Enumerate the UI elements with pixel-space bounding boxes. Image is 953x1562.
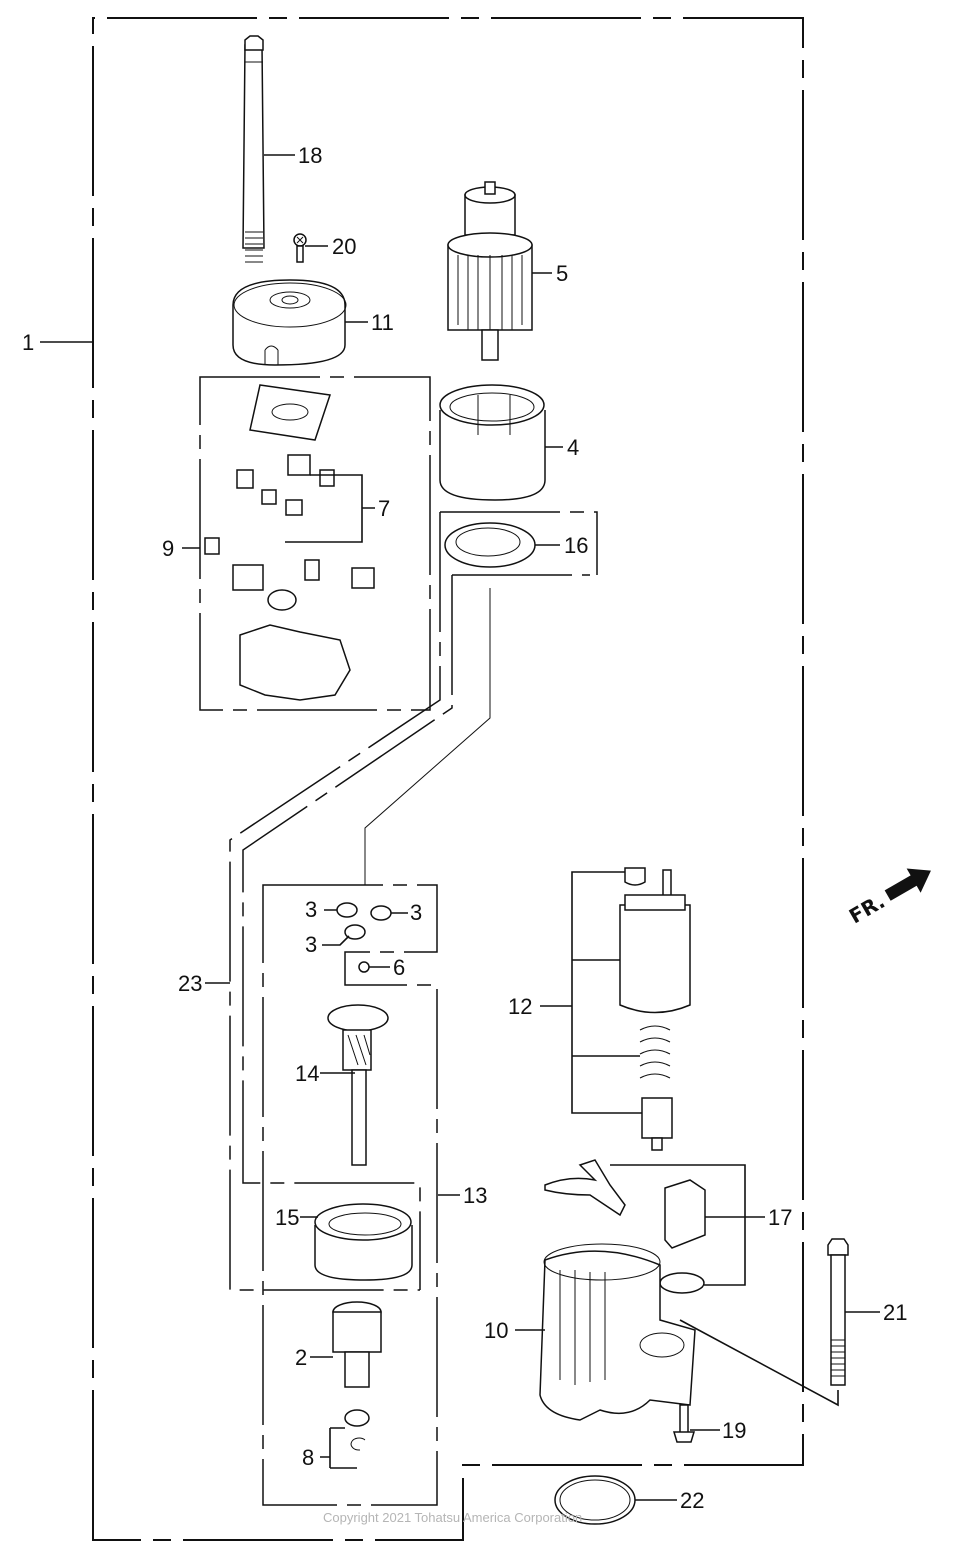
callout-4[interactable]: 4 (567, 435, 579, 460)
callout-1[interactable]: 1 (22, 330, 34, 355)
screw-drawing (293, 233, 307, 263)
lever-set-drawing (544, 1159, 706, 1294)
mounting-bolt-drawing (827, 1238, 849, 1386)
callout-22[interactable]: 22 (680, 1488, 704, 1513)
plate-drawing (444, 522, 536, 568)
callout-20[interactable]: 20 (332, 234, 356, 259)
arrow-up-right-icon (884, 868, 931, 901)
callout-23[interactable]: 23 (178, 971, 202, 996)
callout-2[interactable]: 2 (295, 1345, 307, 1370)
plate-box (440, 511, 598, 575)
callout-19[interactable]: 19 (722, 1418, 746, 1443)
pinion-clutch-drawing (332, 1301, 382, 1388)
yoke-drawing (439, 384, 546, 501)
callout-11[interactable]: 11 (371, 310, 394, 335)
callout-5[interactable]: 5 (556, 261, 568, 286)
plate-link-line (364, 588, 491, 885)
front-direction-indicator: FR. (845, 868, 931, 928)
armature-drawing (447, 181, 533, 361)
callout-17[interactable]: 17 (768, 1205, 792, 1230)
callout-14[interactable]: 14 (295, 1061, 319, 1086)
callout-13[interactable]: 13 (463, 1183, 487, 1208)
gear-shaft-box (262, 884, 438, 1506)
magnetic-switch-drawing (619, 867, 691, 1151)
callout-21[interactable]: 21 (883, 1300, 907, 1325)
stop-ring-drawing (344, 1409, 370, 1451)
leader-lines (40, 154, 880, 1501)
front-label: FR. (845, 889, 889, 928)
callout-3-a[interactable]: 3 (305, 897, 317, 922)
assembly-boundary (92, 17, 804, 1541)
brush-holder-parts (204, 384, 375, 701)
repair-kit-line-outer (229, 512, 441, 1291)
callout-18[interactable]: 18 (298, 143, 322, 168)
callout-9[interactable]: 9 (162, 536, 174, 561)
through-bolt-drawing (242, 35, 265, 263)
front-housing-drawing (539, 1243, 696, 1421)
callout-7[interactable]: 7 (378, 496, 390, 521)
callout-16[interactable]: 16 (564, 533, 588, 558)
callout-10[interactable]: 10 (484, 1318, 508, 1343)
copyright-text: Copyright 2021 Tohatsu America Corporati… (323, 1510, 582, 1525)
repair-kit-line-inner (242, 574, 590, 1290)
bolt-19-drawing (672, 1404, 696, 1443)
internal-gear-drawing (314, 1203, 413, 1281)
callout-15[interactable]: 15 (275, 1205, 299, 1230)
callout-6[interactable]: 6 (393, 955, 405, 980)
gear-shaft-drawing (327, 1004, 389, 1166)
brush-holder-box (199, 376, 431, 711)
callout-8[interactable]: 8 (302, 1445, 314, 1470)
end-cover-drawing (232, 279, 347, 366)
callout-3-c[interactable]: 3 (305, 932, 317, 957)
callout-3-b[interactable]: 3 (410, 900, 422, 925)
callout-12[interactable]: 12 (508, 994, 532, 1019)
